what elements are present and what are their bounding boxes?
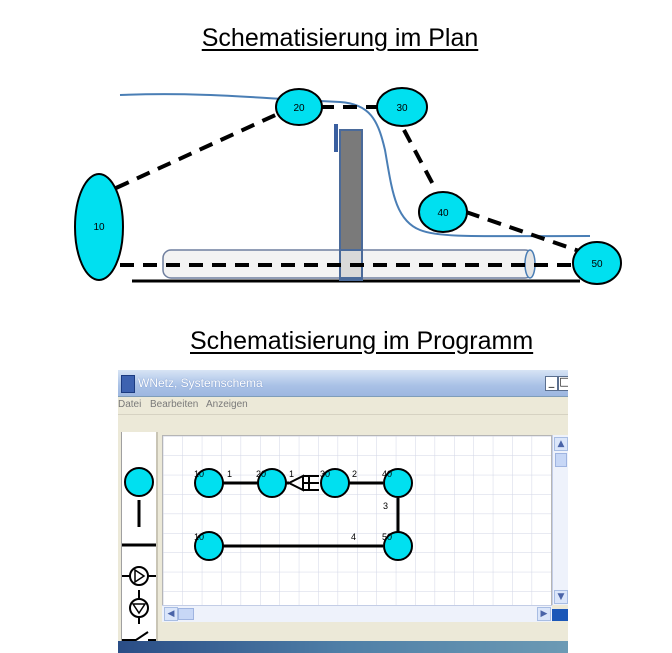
pipe-label: 2 [352, 469, 357, 479]
plan-node-50: 50 [572, 241, 622, 285]
schema-valve-icon[interactable] [286, 474, 319, 492]
maximize-button[interactable]: □ [558, 376, 568, 391]
water-surface-line [119, 93, 591, 238]
plan-node-20: 20 [275, 88, 323, 126]
app-window: WNetz, Systemschema _ □ Datei Bearbeiten… [118, 370, 568, 653]
menu-bearbeiten[interactable]: Bearbeiten [150, 399, 199, 410]
minimize-button[interactable]: _ [545, 376, 558, 391]
wall [339, 129, 363, 281]
scrollbar-corner [552, 609, 568, 621]
toolbar [118, 414, 568, 433]
svg-text:30: 30 [320, 469, 330, 479]
schema-node-20[interactable]: 20 [256, 468, 287, 498]
title-bar[interactable]: WNetz, Systemschema _ □ [118, 370, 568, 397]
menu-bar: Datei Bearbeiten Anzeigen [118, 397, 568, 413]
pump-icon[interactable] [122, 566, 156, 586]
menu-datei[interactable]: Datei [118, 399, 142, 410]
svg-text:50: 50 [591, 259, 603, 270]
window-title: WNetz, Systemschema [138, 376, 263, 390]
pipe-label: 3 [383, 501, 388, 511]
link-10-20 [115, 110, 283, 190]
element-palette [121, 432, 158, 653]
plan-title: Schematisierung im Plan [201, 24, 479, 52]
svg-text:10: 10 [194, 532, 204, 542]
pipe-label: 1 [289, 469, 294, 479]
app-icon [121, 375, 135, 393]
svg-text:20: 20 [293, 103, 305, 114]
scroll-up-icon[interactable]: ▲ [554, 437, 568, 451]
scroll-right-icon[interactable]: ▶ [537, 607, 551, 621]
svg-text:50: 50 [382, 532, 392, 542]
svg-text:40: 40 [437, 208, 449, 219]
menu-anzeigen[interactable]: Anzeigen [206, 399, 248, 410]
svg-text:10: 10 [93, 222, 105, 233]
grid-background [163, 436, 551, 606]
plan-node-10: 10 [74, 173, 124, 281]
pump-down-icon[interactable] [129, 590, 149, 624]
schema-canvas[interactable]: 10 20 30 40 10 50 1 [162, 435, 552, 607]
program-title: Schematisierung im Programm [190, 327, 534, 355]
svg-text:30: 30 [396, 103, 408, 114]
vertical-scrollbar[interactable]: ▲ ▼ [552, 435, 568, 605]
schema-node-10-bottom[interactable]: 10 [194, 531, 224, 561]
valve-icon[interactable] [122, 631, 156, 641]
node-icon[interactable] [124, 467, 154, 497]
horizontal-scrollbar[interactable]: ◀ ▶ [162, 605, 552, 622]
scroll-down-icon[interactable]: ▼ [554, 590, 568, 604]
horizontal-scroll-thumb[interactable] [178, 608, 194, 620]
link-30-40 [402, 129, 438, 191]
schema-node-40[interactable]: 40 [382, 468, 413, 498]
pipe-label: 1 [227, 469, 232, 479]
svg-text:10: 10 [194, 469, 204, 479]
svg-text:20: 20 [256, 469, 266, 479]
pipe-end [524, 249, 536, 279]
plan-schematic: 10 20 30 40 50 [74, 87, 622, 285]
svg-text:40: 40 [382, 469, 392, 479]
plan-node-40: 40 [418, 191, 468, 233]
plan-node-30: 30 [376, 87, 428, 127]
schema-node-50[interactable]: 50 [382, 531, 413, 561]
desktop-strip [118, 641, 568, 653]
pipe-label: 4 [351, 532, 356, 542]
schema-node-30[interactable]: 30 [320, 468, 350, 498]
scroll-left-icon[interactable]: ◀ [164, 607, 178, 621]
vertical-scroll-thumb[interactable] [555, 453, 567, 467]
schema-node-10-top[interactable]: 10 [194, 468, 224, 498]
link-40-50 [465, 210, 583, 254]
